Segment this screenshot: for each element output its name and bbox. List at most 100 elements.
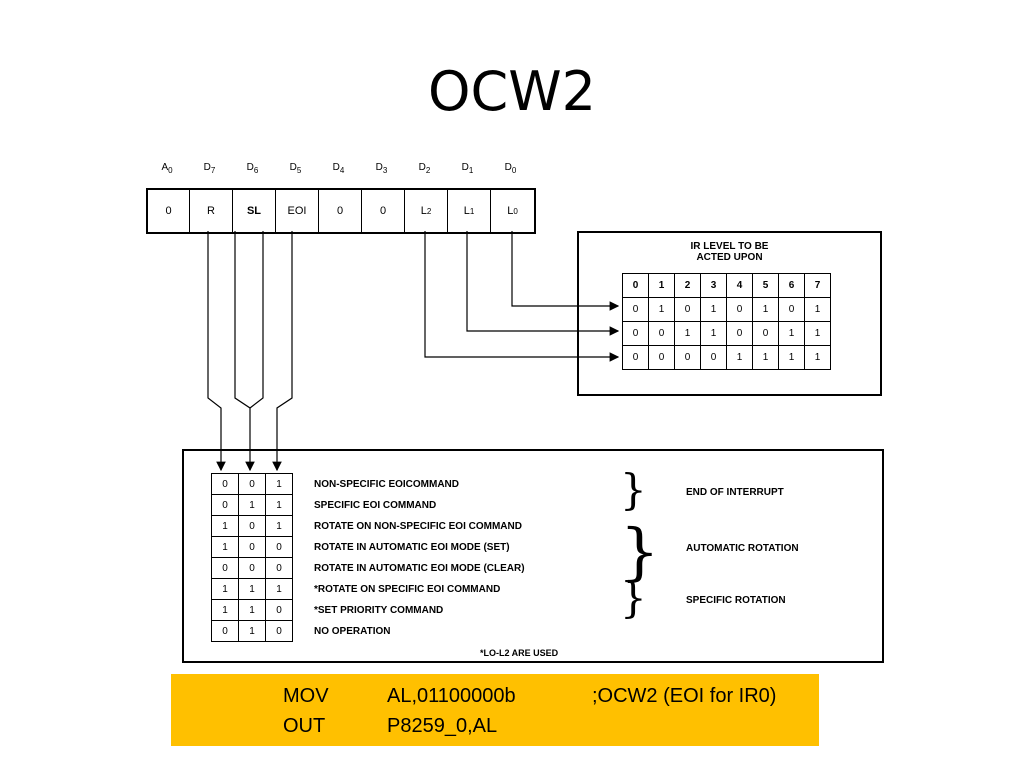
command-bit-cell: 0: [211, 620, 239, 642]
ir-cell: 1: [778, 321, 805, 346]
command-bit-cell: 0: [238, 515, 266, 537]
ir-cell: 0: [752, 321, 779, 346]
command-label: ROTATE IN AUTOMATIC EOI MODE (CLEAR): [314, 563, 525, 574]
bit-label: D4: [332, 162, 345, 175]
code-line1-op: MOV: [283, 685, 329, 707]
command-bit-cell: 1: [211, 536, 239, 558]
ir-cell: 1: [804, 345, 831, 370]
ir-cell: 5: [752, 273, 779, 298]
ir-cell: 0: [648, 345, 675, 370]
ir-cell: 1: [726, 345, 753, 370]
command-bit-cell: 1: [238, 578, 266, 600]
command-bit-cell: 0: [238, 536, 266, 558]
command-bit-cell: 0: [265, 599, 293, 621]
ir-cell: 2: [674, 273, 701, 298]
sl-connector: [234, 231, 255, 472]
command-bit-cell: 0: [238, 557, 266, 579]
ir-cell: 3: [700, 273, 727, 298]
command-label: NON-SPECIFIC EOICOMMAND: [314, 479, 459, 490]
ir-cell: 0: [674, 297, 701, 322]
ir-cell: 1: [752, 297, 779, 322]
register-cell: 0: [319, 190, 362, 232]
ir-cell: 1: [804, 321, 831, 346]
command-bit-cell: 1: [211, 578, 239, 600]
command-label: *ROTATE ON SPECIFIC EOI COMMAND: [314, 584, 501, 595]
footnote: *LO-L2 ARE USED: [480, 648, 559, 658]
command-bit-cell: 1: [265, 473, 293, 495]
ir-cell: 0: [778, 297, 805, 322]
ir-cell: 1: [648, 297, 675, 322]
l2-connector: [424, 231, 620, 362]
command-bit-cell: 1: [265, 494, 293, 516]
command-bit-cell: 0: [265, 536, 293, 558]
code-line2-args: P8259_0,AL: [387, 715, 498, 737]
register-cell: SL: [233, 190, 276, 232]
r-connector: [207, 231, 226, 472]
ir-cell: 1: [804, 297, 831, 322]
command-bit-cell: 1: [238, 494, 266, 516]
eoi-connector: [272, 231, 293, 472]
register-cell: 0: [362, 190, 405, 232]
ir-cell: 1: [648, 273, 675, 298]
sl-connector-2: [249, 231, 264, 409]
command-bit-cell: 0: [265, 557, 293, 579]
brace-icon: }: [620, 465, 647, 514]
command-bit-cell: 1: [238, 599, 266, 621]
code-box: MOV AL,01100000b ;OCW2 (EOI for IR0) OUT…: [171, 674, 819, 746]
ir-cell: 1: [752, 345, 779, 370]
bit-label: D2: [418, 162, 431, 175]
command-label: NO OPERATION: [314, 626, 391, 637]
ir-cell: 0: [700, 345, 727, 370]
register-cell: 0: [148, 190, 190, 232]
ir-cell: 0: [726, 321, 753, 346]
bit-label: D0: [504, 162, 517, 175]
ir-cell: 0: [622, 273, 649, 298]
command-label: SPECIFIC EOI COMMAND: [314, 500, 437, 511]
command-bit-cell: 1: [265, 515, 293, 537]
ir-cell: 6: [778, 273, 805, 298]
bit-label: A0: [161, 162, 173, 175]
ir-cell: 0: [622, 345, 649, 370]
command-bit-cell: 0: [211, 494, 239, 516]
ir-level-title: IR LEVEL TO BE ACTED UPON: [690, 241, 769, 263]
command-bit-cell: 1: [265, 578, 293, 600]
bit-label: D3: [375, 162, 388, 175]
command-bit-cell: 1: [238, 620, 266, 642]
register-cell: R: [190, 190, 233, 232]
code-line2-op: OUT: [283, 715, 326, 737]
command-label: *SET PRIORITY COMMAND: [314, 605, 444, 616]
ir-cell: 0: [622, 321, 649, 346]
command-label: ROTATE ON NON-SPECIFIC EOI COMMAND: [314, 521, 522, 532]
ir-cell: 4: [726, 273, 753, 298]
code-line1-args: AL,01100000b: [387, 685, 516, 707]
brace-icon: }: [620, 515, 660, 588]
command-bit-cell: 0: [238, 473, 266, 495]
command-bit-cell: 1: [211, 599, 239, 621]
ir-cell: 0: [726, 297, 753, 322]
bit-label: D1: [461, 162, 474, 175]
ir-cell: 1: [700, 321, 727, 346]
group-automatic-rotation: AUTOMATIC ROTATION: [686, 543, 799, 554]
group-specific-rotation: SPECIFIC ROTATION: [686, 595, 786, 606]
l1-connector: [466, 231, 620, 336]
ir-cell: 0: [622, 297, 649, 322]
group-end-of-interrupt: END OF INTERRUPT: [686, 487, 784, 498]
page-title: OCW2: [428, 60, 596, 123]
code-line1-comment: ;OCW2 (EOI for IR0): [592, 685, 777, 707]
